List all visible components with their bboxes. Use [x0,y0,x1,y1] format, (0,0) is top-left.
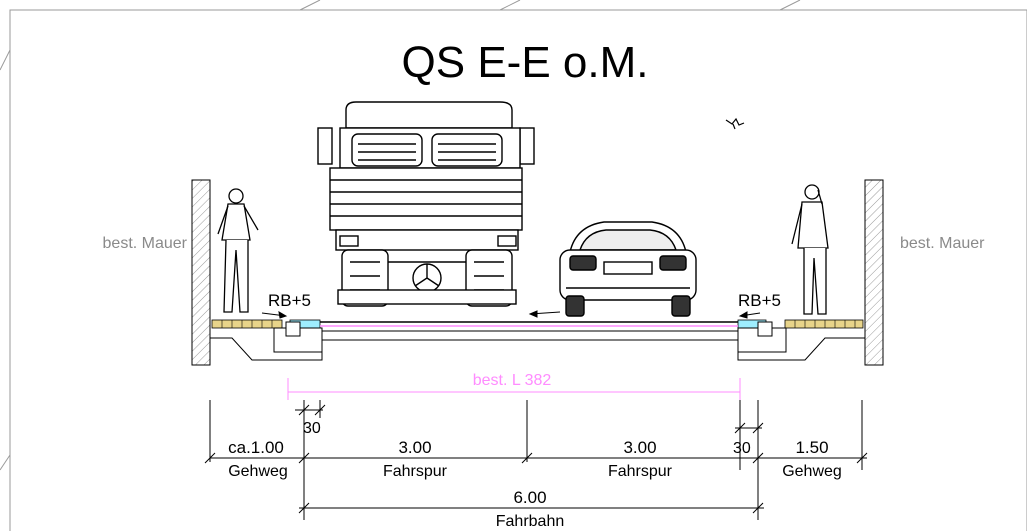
rb-right-label: RB+5 [738,291,781,310]
existing-road-label: best. L 382 [473,372,552,389]
dim-sidewalk-right-width: 1.50 [795,438,828,457]
dim-sidewalk-left-name: Gehweg [228,463,288,480]
wall-left [191,179,211,366]
dim-sidewalk-right-name: Gehweg [782,463,842,480]
rb-left-label: RB+5 [268,291,311,310]
page-title: QS E-E o.M. [402,38,649,87]
wall-right-label: best. Mauer [900,235,985,252]
wall-left-label: best. Mauer [103,235,188,252]
truck-illustration [317,101,535,307]
dim-30-left: 30 [303,420,321,437]
slope-arrows [261,310,761,319]
wall-right [864,179,884,366]
bird-icon [725,117,745,130]
pedestrian-left-illustration [217,188,259,313]
dim-carriageway-width: 6.00 [513,488,546,507]
dim-carriageway-name: Fahrbahn [496,513,565,530]
car-illustration [559,221,697,317]
pedestrian-right-illustration [791,184,829,315]
road-surface [210,319,865,361]
dimension-lines [204,400,868,520]
dim-lane2-width: 3.00 [623,438,656,457]
dim-lane2-name: Fahrspur [608,463,673,480]
dim-30-right: 30 [733,440,751,457]
dim-sidewalk-left-width: ca.1.00 [228,438,284,457]
dim-lane1-width: 3.00 [398,438,431,457]
existing-road-dimension [287,378,741,400]
dim-lane1-name: Fahrspur [383,463,448,480]
